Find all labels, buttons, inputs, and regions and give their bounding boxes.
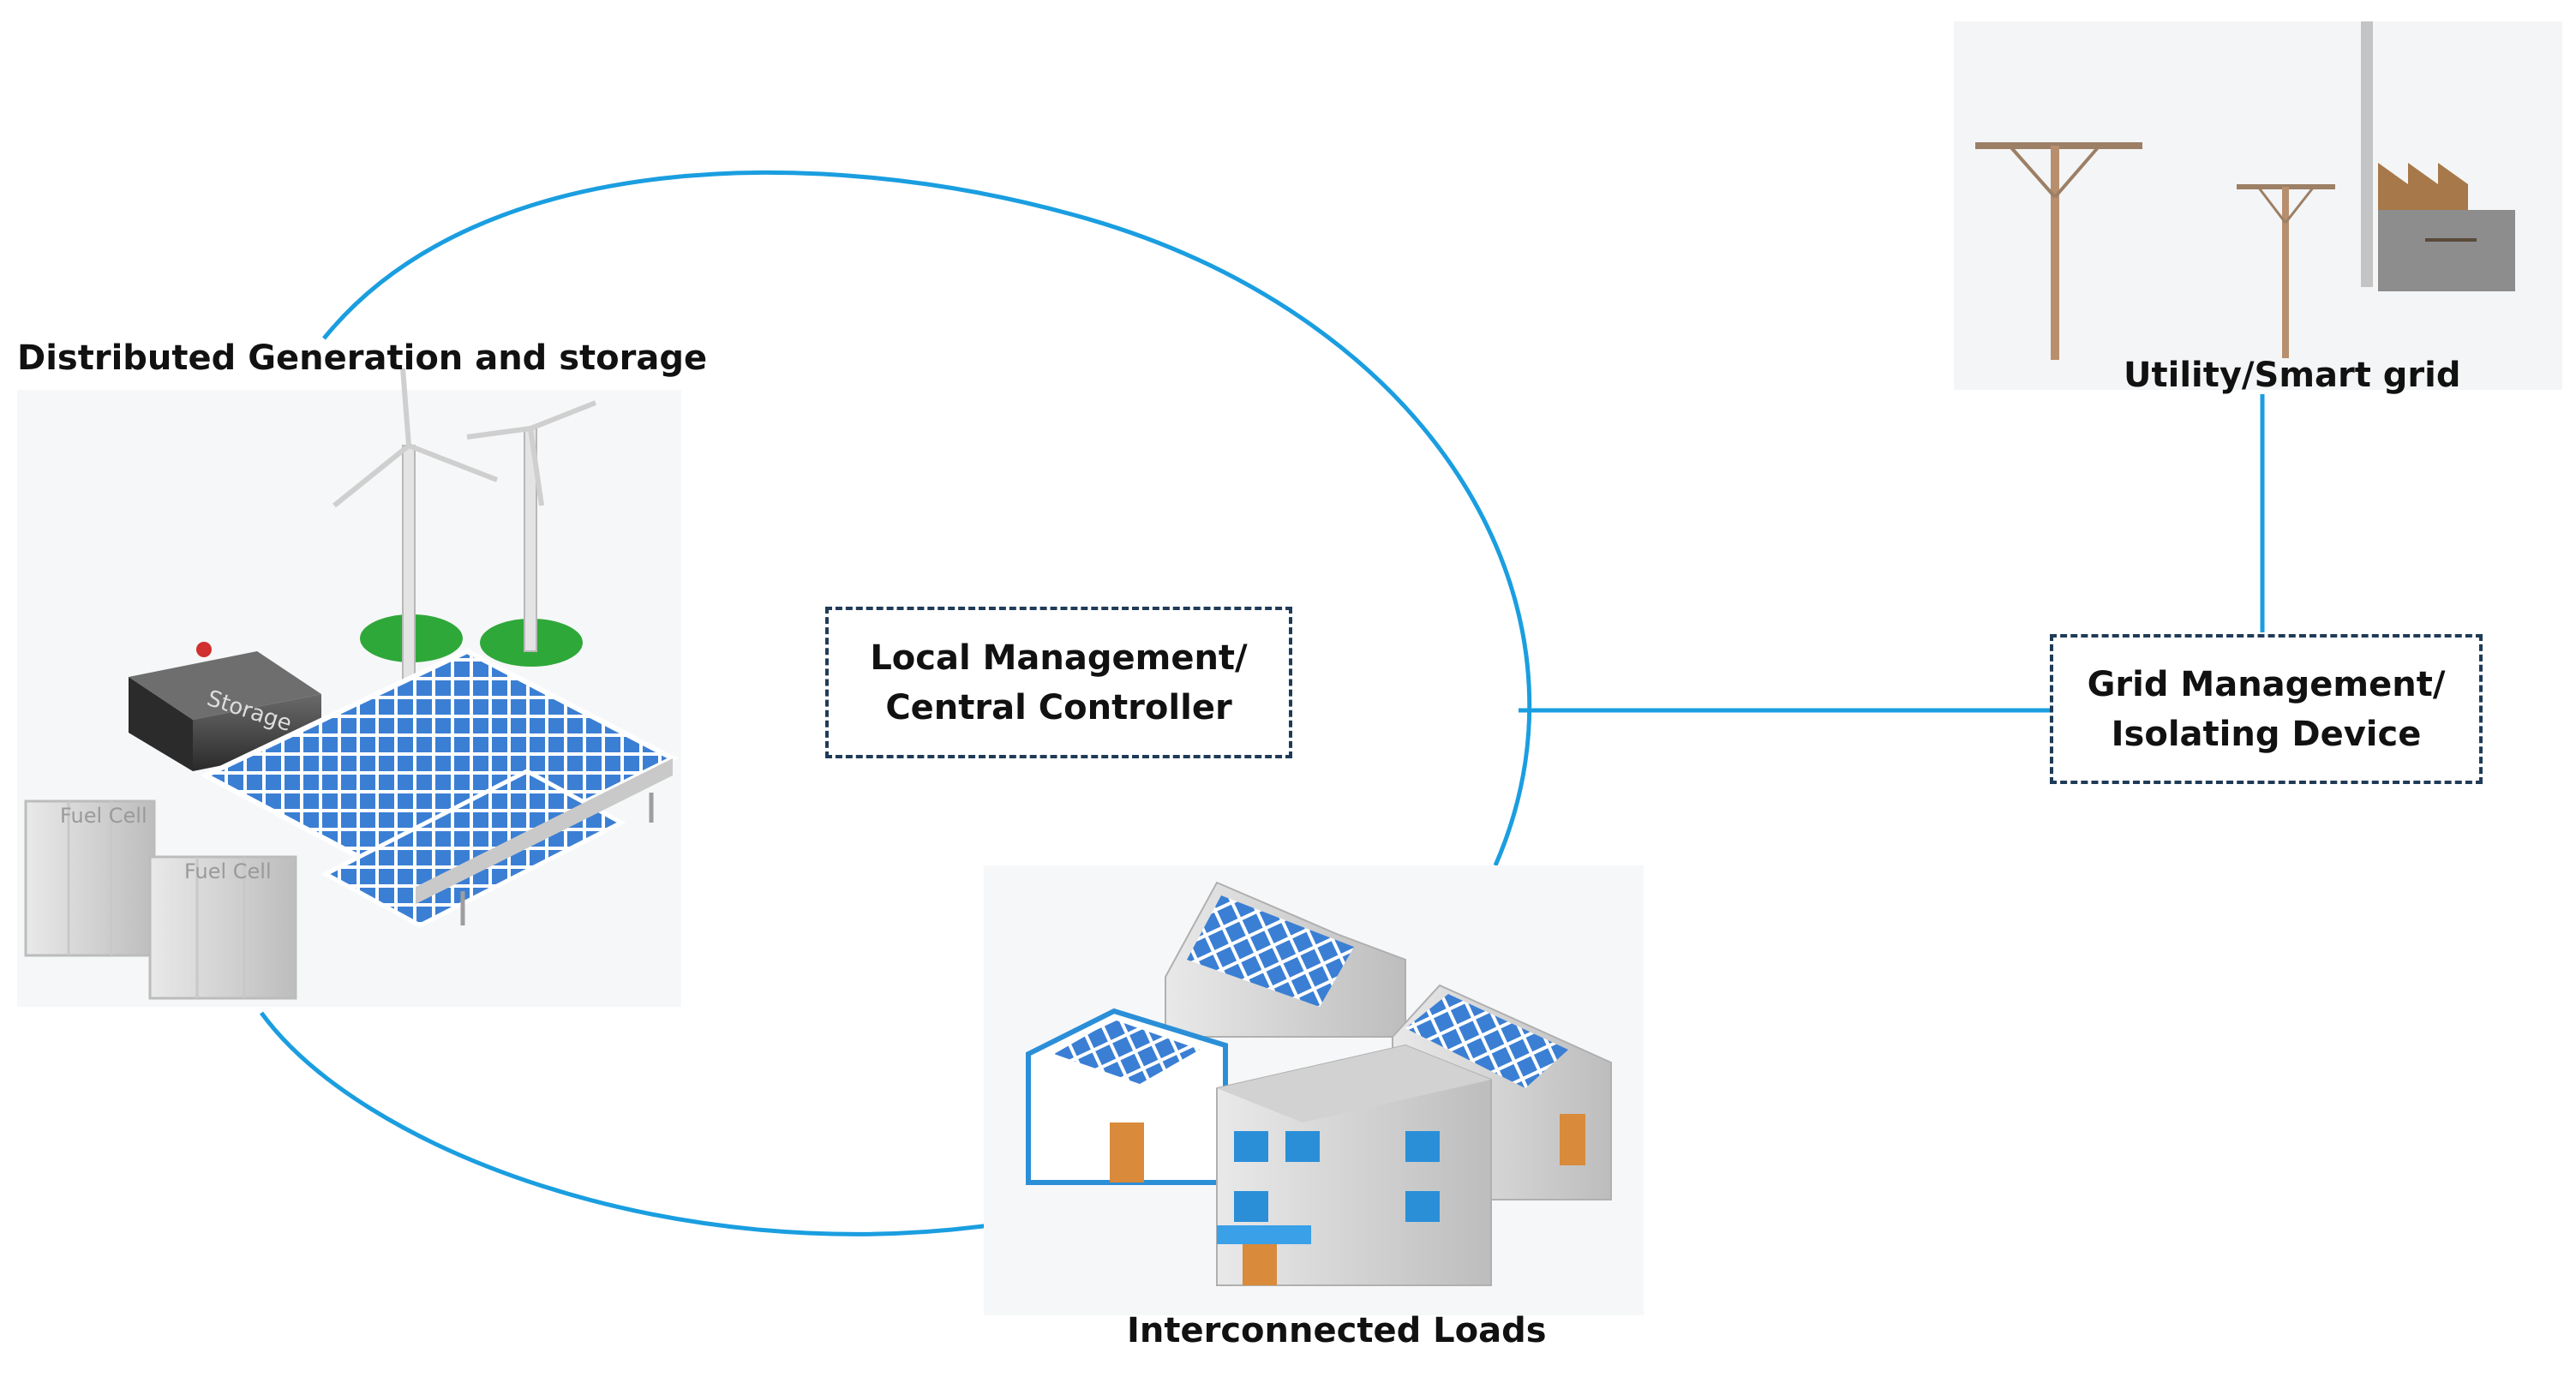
fuel-cell-text-2: Fuel Cell (184, 859, 272, 883)
distributed-generation-illustration: Storage Fuel Cell Fuel Cell (17, 368, 681, 1007)
ring-arc-upper (322, 170, 1532, 866)
utility-grid-illustration (1954, 21, 2562, 390)
interconnected-loads-label: Interconnected Loads (1127, 1311, 1547, 1350)
wind-turbine-icon (332, 368, 597, 721)
microgrid-ring (259, 170, 1532, 1236)
solar-array-icon (200, 648, 679, 928)
grid-management-line-2: Isolating Device (2111, 714, 2422, 754)
office-building-icon (1026, 1008, 1492, 1286)
local-controller-box: Local Management/ Central Controller (825, 607, 1292, 758)
ring-arc-lower (259, 1011, 991, 1236)
power-pole-icon (1975, 142, 2335, 360)
local-controller-line-1: Local Management/ (870, 638, 1248, 678)
fuel-cell-icon: Fuel Cell Fuel Cell (24, 799, 297, 1000)
factory-icon (2361, 21, 2515, 291)
distributed-generation-label: Distributed Generation and storage (17, 338, 708, 378)
local-controller-line-2: Central Controller (885, 687, 1232, 727)
interconnected-loads-illustration (984, 865, 1644, 1315)
fuel-cell-text-1: Fuel Cell (60, 804, 147, 828)
grid-management-line-1: Grid Management/ (2087, 664, 2446, 704)
utility-grid-label: Utility/Smart grid (2124, 356, 2461, 395)
grid-management-box: Grid Management/ Isolating Device (2050, 634, 2483, 784)
